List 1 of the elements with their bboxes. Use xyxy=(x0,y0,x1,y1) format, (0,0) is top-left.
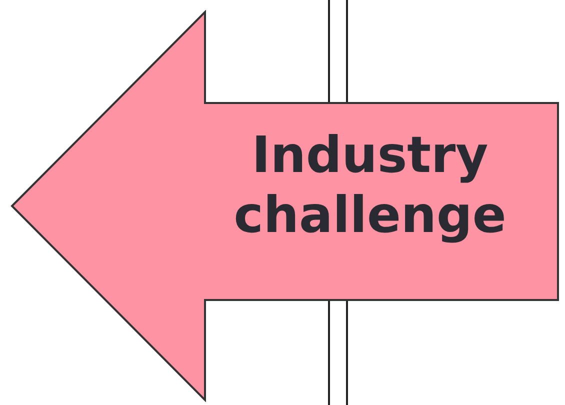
arrow-label: Industry challenge xyxy=(232,125,508,245)
